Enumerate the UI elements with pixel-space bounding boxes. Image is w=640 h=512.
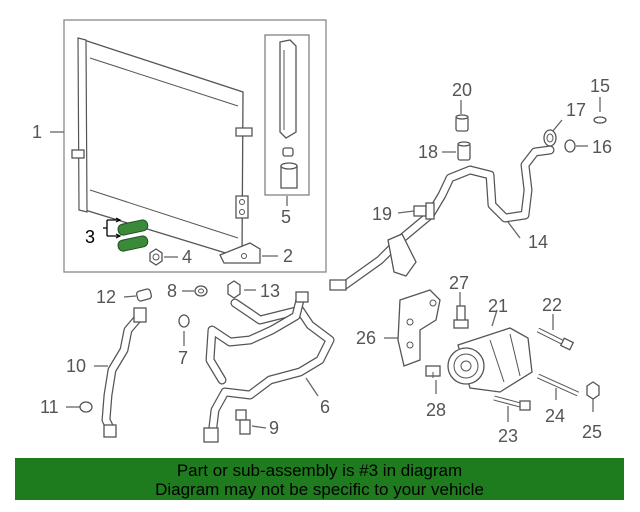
part-11-washer [79,401,93,413]
part-17-oring [543,129,557,147]
callout-7: 7 [178,348,188,368]
callout-19: 19 [372,204,392,224]
callout-4: 4 [182,247,192,267]
part-3-seals [103,217,149,252]
callout-labels: 1 2 3 4 5 6 7 8 9 10 11 12 13 14 15 16 1… [32,76,612,446]
parts-diagram: 1 2 3 4 5 6 7 8 9 10 11 12 13 14 15 16 1… [32,19,612,446]
callout-25: 25 [582,422,602,442]
callout-20: 20 [452,80,472,100]
callout-11: 11 [40,397,59,417]
part-10-line [101,307,147,438]
part-15-washer [593,116,607,124]
part-25-nut [586,381,600,400]
callout-14: 14 [528,232,548,252]
part-27-bolt [453,305,469,329]
part-24-stud [536,373,580,397]
callout-22: 22 [542,295,562,315]
callout-2: 2 [283,246,293,266]
callout-6: 6 [320,397,330,417]
info-banner: Part or sub-assembly is #3 in diagram Di… [15,458,624,500]
part-16-washer [564,139,576,153]
banner-line-1: Part or sub-assembly is #3 in diagram [176,461,463,480]
callout-5: 5 [281,207,291,227]
part-9-valve [235,409,251,435]
callout-9: 9 [269,418,279,438]
condenser-core [71,37,253,259]
leader-lines [50,97,601,429]
part-19-bolt [413,202,435,220]
callout-12: 12 [96,287,116,307]
part-23-bolt [493,395,531,411]
part-20-cap [455,114,469,132]
part-6-hose [203,291,335,443]
part-2-bracket [219,242,278,264]
callout-18: 18 [418,142,438,162]
receiver-drier-box [264,34,310,196]
callout-26: 26 [356,328,376,348]
part-7-oring [178,314,190,328]
callout-21: 21 [488,296,508,316]
callout-3: 3 [85,227,95,247]
callout-23: 23 [498,426,518,446]
callout-24: 24 [545,406,565,426]
callout-1: 1 [32,122,42,142]
callout-27: 27 [449,273,469,293]
part-21-compressor [447,327,533,393]
part-4-nut [149,248,178,266]
callout-28: 28 [426,400,446,420]
part-22-bolt [536,327,575,351]
banner-line-2: Diagram may not be specific to your vehi… [155,480,484,499]
part-18-valve [457,141,471,161]
condenser-group-box [63,19,327,273]
callout-15: 15 [590,76,610,96]
part-12-plug [135,288,153,302]
callout-17: 17 [566,100,586,120]
part-26-bracket [397,289,441,367]
callout-16: 16 [592,137,612,157]
part-28-bolt [425,365,441,378]
part-13-nut [227,280,241,299]
part-14-hose [329,145,555,291]
callout-8: 8 [167,281,177,301]
callout-13: 13 [260,281,280,301]
callout-10: 10 [66,356,86,376]
part-8-washer [194,285,208,297]
